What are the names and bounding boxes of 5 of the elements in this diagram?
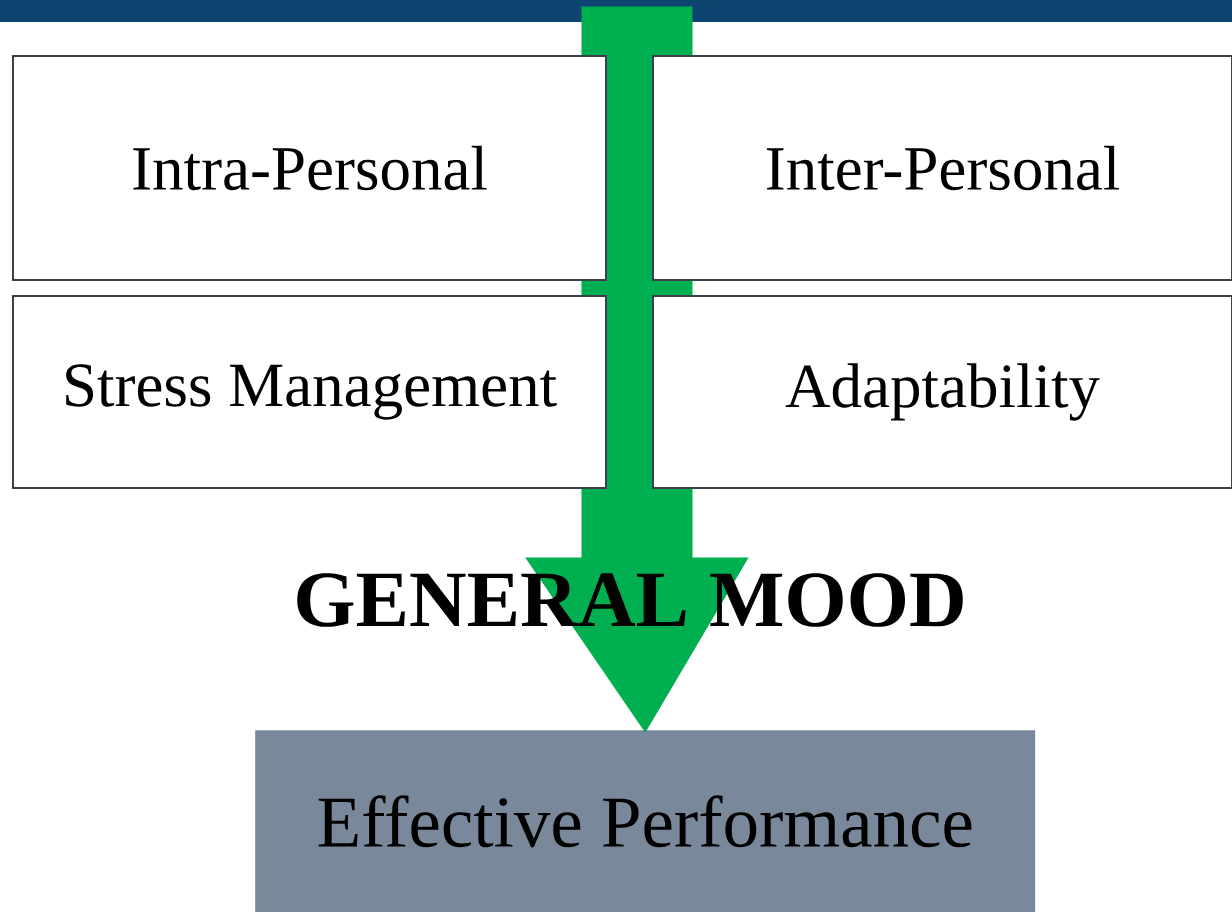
category-box: Adaptability	[652, 295, 1232, 489]
category-box: Intra-Personal	[12, 55, 607, 281]
category-box: Stress Management	[12, 295, 607, 489]
result-box: Effective Performance	[255, 730, 1036, 912]
category-box: Inter-Personal	[652, 55, 1232, 281]
